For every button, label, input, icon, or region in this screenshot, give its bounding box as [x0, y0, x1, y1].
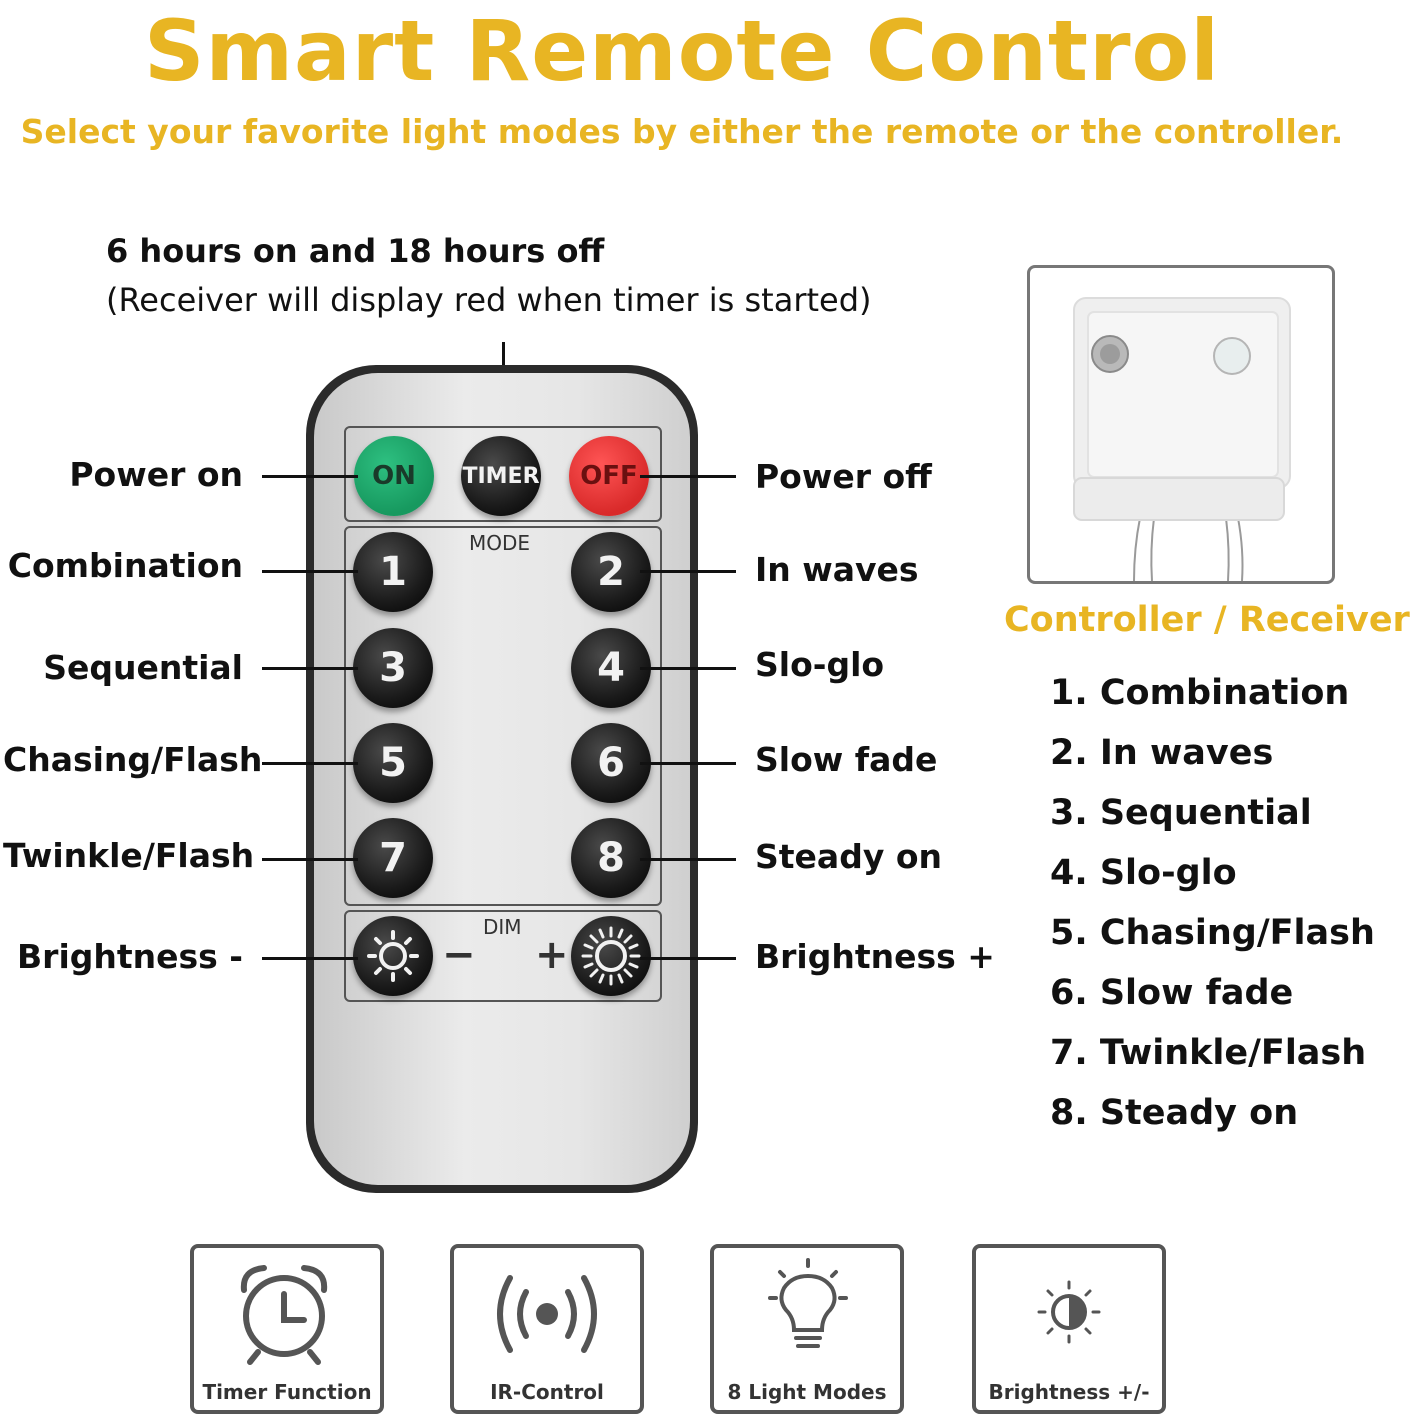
feature-light-modes: 8 Light Modes — [710, 1244, 904, 1414]
mode-button-3[interactable]: 3 — [353, 628, 433, 708]
mode-button-2[interactable]: 2 — [571, 532, 651, 612]
feature-brightness: Brightness +/- — [972, 1244, 1166, 1414]
ir-signal-icon — [497, 1275, 597, 1353]
alarm-clock-icon — [240, 1265, 328, 1365]
mode-button-7[interactable]: 7 — [353, 818, 433, 898]
timer-button[interactable]: TIMER — [461, 436, 541, 516]
leader-twinkle-flash — [262, 858, 358, 861]
mode-caption: MODE — [469, 531, 531, 555]
mode-list-item: 7. Twinkle/Flash — [1050, 1033, 1367, 1073]
mode-list-item: 4. Slo-glo — [1050, 853, 1237, 893]
brightness-down-button[interactable] — [353, 916, 433, 996]
feature-timer-function: Timer Function — [190, 1244, 384, 1414]
leader-power-off — [640, 475, 736, 478]
callout-steady-on: Steady on — [755, 837, 942, 876]
leader-brightness-minus — [262, 957, 358, 960]
callout-sequential: Sequential — [43, 648, 243, 687]
mode-button-6[interactable]: 6 — [571, 723, 651, 803]
mode-list-item: 1. Combination — [1050, 673, 1350, 713]
callout-in-waves: In waves — [755, 550, 919, 589]
timer-note-line2: (Receiver will display red when timer is… — [106, 281, 872, 319]
callout-brightness-plus: Brightness + — [755, 937, 995, 976]
sun-small-icon — [367, 930, 419, 982]
feature-label: IR-Control — [490, 1380, 604, 1404]
mode-list-item: 6. Slow fade — [1050, 973, 1294, 1013]
feature-label: Brightness +/- — [988, 1380, 1150, 1404]
leader-slo-glo — [640, 667, 736, 670]
callout-chasing-flash: Chasing/Flash — [3, 740, 263, 779]
callout-slo-glo: Slo-glo — [755, 645, 885, 684]
mode-list-item: 8. Steady on — [1050, 1093, 1299, 1133]
controller-receiver-image — [1073, 297, 1291, 582]
sun-large-icon — [581, 926, 641, 986]
timer-note-line1: 6 hours on and 18 hours off — [106, 232, 605, 270]
leader-slow-fade — [640, 762, 736, 765]
mode-list-item: 5. Chasing/Flash — [1050, 913, 1375, 953]
leader-chasing-flash — [262, 762, 358, 765]
leader-sequential — [262, 667, 358, 670]
mode-button-8[interactable]: 8 — [571, 818, 651, 898]
on-button[interactable]: ON — [354, 436, 434, 516]
brightness-up-button[interactable] — [571, 916, 651, 996]
feature-label: Timer Function — [202, 1380, 372, 1404]
mode-button-4[interactable]: 4 — [571, 628, 651, 708]
controller-caption: Controller / Receiver — [1004, 600, 1410, 640]
mode-button-panel — [344, 526, 662, 906]
mode-list-item: 2. In waves — [1050, 733, 1274, 773]
leader-brightness-plus — [640, 957, 736, 960]
mode-list-item: 3. Sequential — [1050, 793, 1312, 833]
feature-label: 8 Light Modes — [727, 1380, 887, 1404]
minus-sign: − — [442, 932, 476, 978]
leader-combination — [262, 570, 358, 573]
callout-twinkle-flash: Twinkle/Flash — [3, 836, 255, 875]
page-title: Smart Remote Control — [143, 2, 1221, 100]
dim-caption: DIM — [483, 915, 522, 939]
feature-ir-control: IR-Control — [450, 1244, 644, 1414]
controller-image-frame — [1027, 265, 1335, 584]
plus-sign: + — [535, 932, 569, 978]
callout-power-on: Power on — [69, 455, 243, 494]
dim-button-panel — [344, 910, 662, 1002]
brightness-icon — [1037, 1280, 1101, 1344]
callout-brightness-minus: Brightness - — [17, 937, 243, 976]
callout-slow-fade: Slow fade — [755, 740, 938, 779]
off-button[interactable]: OFF — [569, 436, 649, 516]
callout-combination: Combination — [7, 546, 243, 585]
mode-button-5[interactable]: 5 — [353, 723, 433, 803]
light-bulb-icon — [768, 1258, 848, 1348]
leader-steady-on — [640, 858, 736, 861]
leader-in-waves — [640, 570, 736, 573]
mode-button-1[interactable]: 1 — [353, 532, 433, 612]
callout-power-off: Power off — [755, 457, 932, 496]
page-subtitle: Select your favorite light modes by eith… — [20, 112, 1344, 151]
leader-power-on — [262, 475, 358, 478]
top-button-panel — [344, 426, 662, 522]
